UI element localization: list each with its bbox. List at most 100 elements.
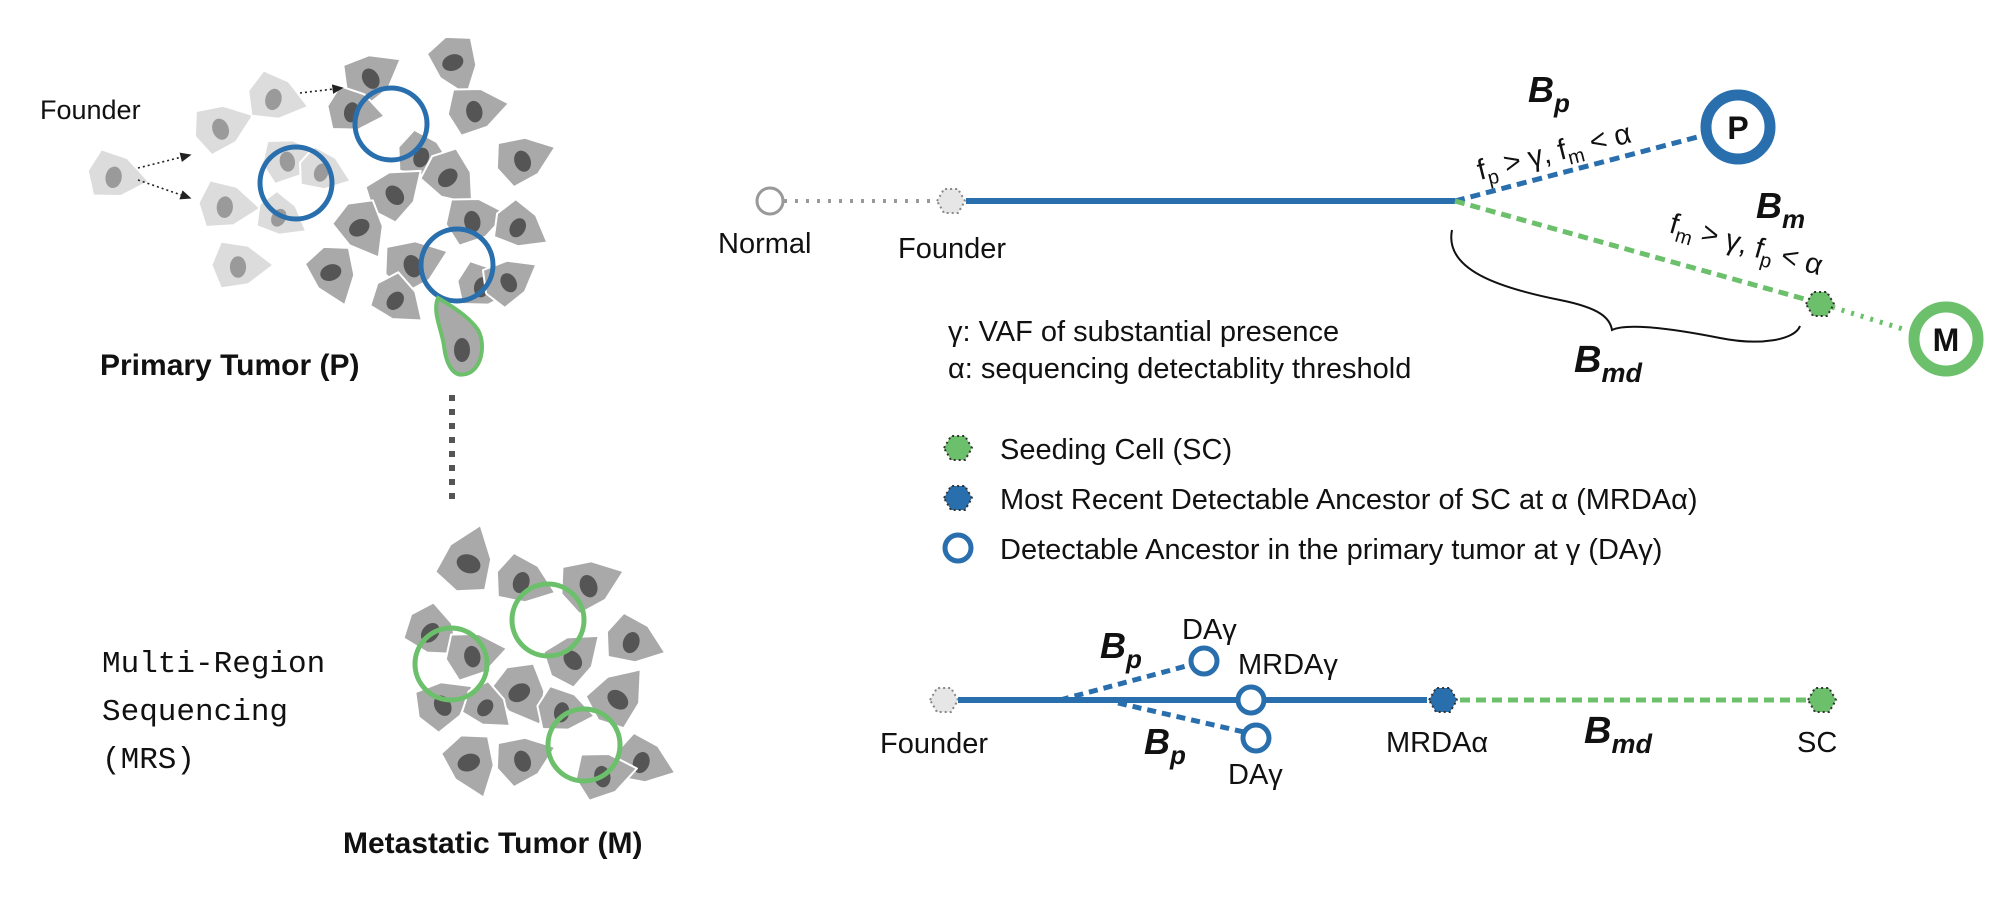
founder-node	[935, 188, 967, 214]
legend: Seeding Cell (SC) Most Recent Detectable…	[942, 434, 1698, 566]
tumor-cell	[440, 734, 495, 799]
mrday-node	[1235, 684, 1267, 716]
mrs-label-line3: (MRS)	[102, 743, 195, 778]
alpha-definition: α: sequencing detectablity threshold	[948, 353, 1411, 385]
founder-label-left: Founder	[40, 95, 141, 125]
bp-branch	[1454, 132, 1706, 204]
tumor-cell	[605, 611, 667, 664]
founder-arrows	[137, 84, 344, 200]
tumor-cell	[197, 179, 262, 229]
primary-sampling-rings	[257, 85, 496, 304]
sc-m-link	[1831, 304, 1907, 333]
metastatic-tumor-label: Metastatic Tumor (M)	[343, 827, 642, 860]
metastatic-sampling-rings	[412, 581, 623, 784]
tumor-cell	[402, 601, 460, 656]
nucleus	[477, 699, 494, 717]
normal-node	[755, 186, 785, 216]
founder-label-tree: Founder	[898, 233, 1006, 265]
sample-ring	[257, 144, 335, 222]
nucleus	[464, 645, 481, 668]
tumor-cell	[86, 148, 150, 198]
tumor-cell	[193, 104, 255, 157]
nucleus	[508, 683, 531, 703]
nucleus	[466, 100, 483, 123]
tumor-cell	[542, 634, 600, 689]
legend-item-detectable-ancestor: Detectable Ancestor in the primary tumor…	[1000, 534, 1662, 566]
nucleus	[563, 650, 583, 671]
tumor-cell	[364, 169, 422, 224]
nucleus	[216, 196, 233, 218]
mrda-alpha-node	[1427, 687, 1459, 713]
bottom-founder-node	[928, 687, 960, 713]
sample-ring	[418, 226, 496, 304]
nucleus	[403, 254, 422, 278]
tumor-cell	[210, 240, 275, 290]
mrda-alpha-label: MRDAα	[1386, 727, 1488, 759]
nucleus	[456, 554, 481, 574]
bp-lower-branch	[1117, 700, 1245, 735]
tumor-cell	[446, 87, 510, 137]
tumor-cell	[369, 271, 423, 322]
nucleus	[320, 264, 342, 282]
mrday-label: MRDAγ	[1238, 649, 1338, 681]
bmd-label: Bmd	[1574, 339, 1642, 388]
tumor-cell	[495, 136, 557, 189]
m-node-label: M	[1933, 322, 1960, 358]
nucleus	[385, 185, 405, 206]
phylogeny-tree: Normal Founder P Bp fp > γ, fm < α M Bm …	[718, 69, 1984, 388]
normal-label: Normal	[718, 228, 811, 260]
tumor-cell	[560, 560, 625, 615]
tumor-cell	[298, 145, 352, 191]
primary-tumor-label: Primary Tumor (P)	[100, 349, 360, 382]
sc-node	[1806, 687, 1838, 713]
nucleus	[105, 166, 122, 189]
nucleus	[607, 689, 629, 710]
nucleus	[437, 168, 458, 188]
seeding-cell-outline	[434, 295, 484, 377]
nucleus	[442, 54, 464, 72]
nucleus	[457, 753, 481, 772]
p-node-label: P	[1727, 110, 1748, 146]
nucleus	[509, 218, 527, 238]
sample-ring	[509, 581, 587, 659]
bmd-brace	[1450, 229, 1801, 343]
nucleus	[361, 68, 380, 89]
nucleus	[514, 750, 532, 772]
nucleus	[454, 338, 470, 362]
sample-ring	[352, 85, 430, 163]
bm-label: Bm	[1756, 185, 1805, 234]
tumor-cell	[495, 551, 557, 604]
legend-item-mrda: Most Recent Detectable Ancestor of SC at…	[1000, 484, 1698, 516]
tumor-cell	[444, 632, 508, 682]
bm-branch	[1454, 198, 1809, 303]
nucleus	[413, 147, 430, 168]
tumor-cell	[331, 199, 384, 259]
tumor-cell	[536, 685, 596, 731]
metastatic-tumor-cells	[402, 524, 677, 802]
mrda-icon	[942, 485, 974, 511]
tumor-cell	[425, 35, 478, 97]
nucleus	[579, 574, 598, 598]
tumor-cell	[444, 197, 508, 247]
tumor-cell	[247, 69, 310, 120]
bp-condition: fp > γ, fm < α	[1474, 118, 1636, 192]
nucleus	[313, 163, 329, 182]
m-node	[1908, 301, 1984, 377]
gamma-definition: γ: VAF of substantial presence	[948, 316, 1339, 348]
tumor-cell	[419, 147, 474, 205]
bp-label: Bp	[1528, 69, 1570, 118]
bottom-tree: Founder DAγ Bp DAγ Bp MRDAγ MRDAα Bmd SC	[880, 614, 1837, 791]
bottom-founder-label: Founder	[880, 728, 988, 760]
nucleus	[212, 118, 230, 140]
sc-label: SC	[1797, 727, 1837, 759]
tumor-cell	[481, 259, 538, 309]
tumor-cell	[303, 245, 356, 307]
tumor-cell	[495, 736, 557, 789]
bmd-bottom-label: Bmd	[1584, 710, 1652, 759]
seeding-cell-icon	[942, 435, 974, 461]
mrs-label-line2: Sequencing	[102, 695, 288, 730]
primary-tumor-cells	[303, 35, 557, 322]
nucleus	[349, 218, 370, 237]
sample-ring	[412, 625, 490, 703]
